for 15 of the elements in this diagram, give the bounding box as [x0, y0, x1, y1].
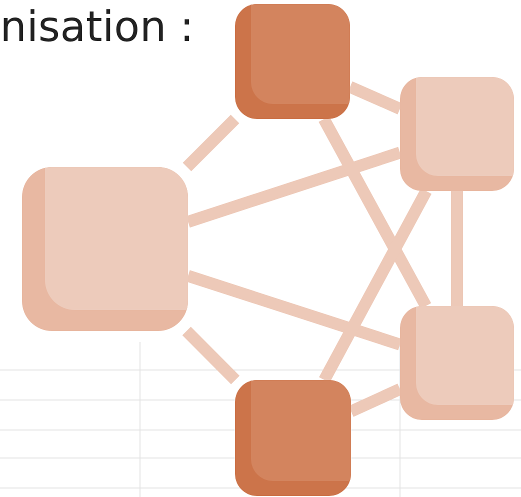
rounded-square — [400, 77, 514, 191]
connector-line — [182, 326, 240, 384]
connector-line — [182, 114, 240, 172]
connector-line — [348, 384, 402, 417]
connector-line — [451, 191, 463, 306]
connector-line — [186, 270, 402, 350]
rounded-square — [400, 306, 514, 420]
heading-text: nisation : — [0, 2, 194, 51]
rounded-square — [235, 380, 351, 496]
connector-line — [319, 188, 432, 383]
connector-line — [186, 146, 402, 228]
connector-line — [348, 81, 402, 114]
rounded-square — [235, 4, 350, 119]
rounded-square — [22, 167, 188, 331]
connector-line — [318, 116, 432, 309]
